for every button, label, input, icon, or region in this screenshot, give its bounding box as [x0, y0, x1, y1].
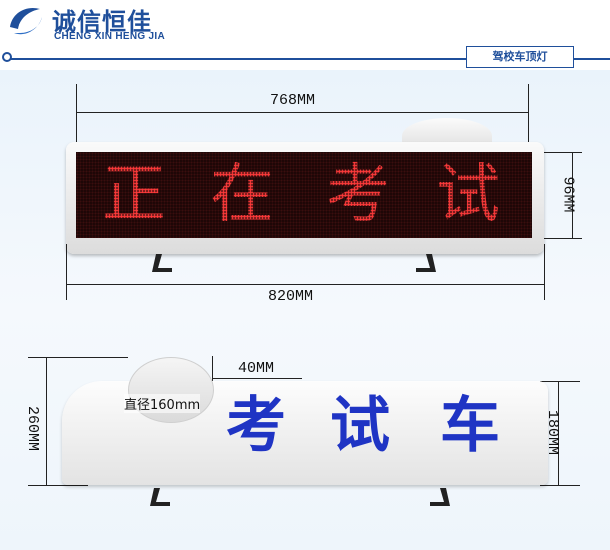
- brand-subtitle: CHENG XIN HENG JIA: [54, 31, 165, 42]
- mount-foot-left-2: [150, 488, 170, 506]
- mount-foot-right: [416, 254, 436, 272]
- sign-char: 车: [440, 391, 500, 461]
- dim-line-40: [212, 378, 302, 379]
- led-display: [76, 152, 532, 238]
- dim-tick-96-bottom: [540, 238, 582, 239]
- dim-label-260: 260MM: [24, 405, 42, 452]
- sign-char: 考: [226, 391, 286, 461]
- dim-tick-96-top: [540, 152, 582, 153]
- dim-tick-left: [76, 84, 77, 144]
- led-char: 在: [210, 152, 274, 238]
- diameter-label: 直径160mm: [124, 394, 201, 413]
- dim-tick-40: [212, 356, 213, 384]
- dim-line-260: [46, 357, 47, 485]
- led-char: 试: [436, 152, 500, 238]
- dim-tick-820-right: [544, 244, 545, 300]
- dim-line-820: [66, 284, 544, 285]
- header-rule: [10, 58, 610, 60]
- dim-label-96: 96MM: [559, 176, 577, 213]
- sign-char: 试: [330, 391, 390, 461]
- rule-dot: [2, 52, 12, 62]
- dim-line-768: [76, 112, 528, 113]
- dim-label-768: 768MM: [270, 92, 316, 109]
- dim-tick-820-left: [66, 244, 67, 300]
- mount-foot-left: [152, 254, 172, 272]
- dim-tick-right: [528, 84, 529, 144]
- dim-label-820: 820MM: [268, 288, 314, 305]
- logo-icon: [10, 7, 42, 35]
- dim-label-40: 40MM: [238, 360, 275, 377]
- sign-dome-side: [128, 357, 214, 423]
- dim-line-180: [558, 381, 559, 485]
- brand-name: 诚信恒佳: [52, 8, 152, 36]
- led-char: 正: [102, 152, 166, 238]
- category-tag: 驾校车顶灯: [466, 46, 574, 68]
- led-char: 考: [326, 152, 390, 238]
- dim-tick-180-top: [540, 381, 580, 382]
- dim-tick-260-bottom: [28, 485, 88, 486]
- mount-foot-right-2: [430, 488, 450, 506]
- dim-line-96: [572, 152, 573, 238]
- dim-tick-260-top: [28, 357, 128, 358]
- dim-tick-180-bottom: [540, 485, 580, 486]
